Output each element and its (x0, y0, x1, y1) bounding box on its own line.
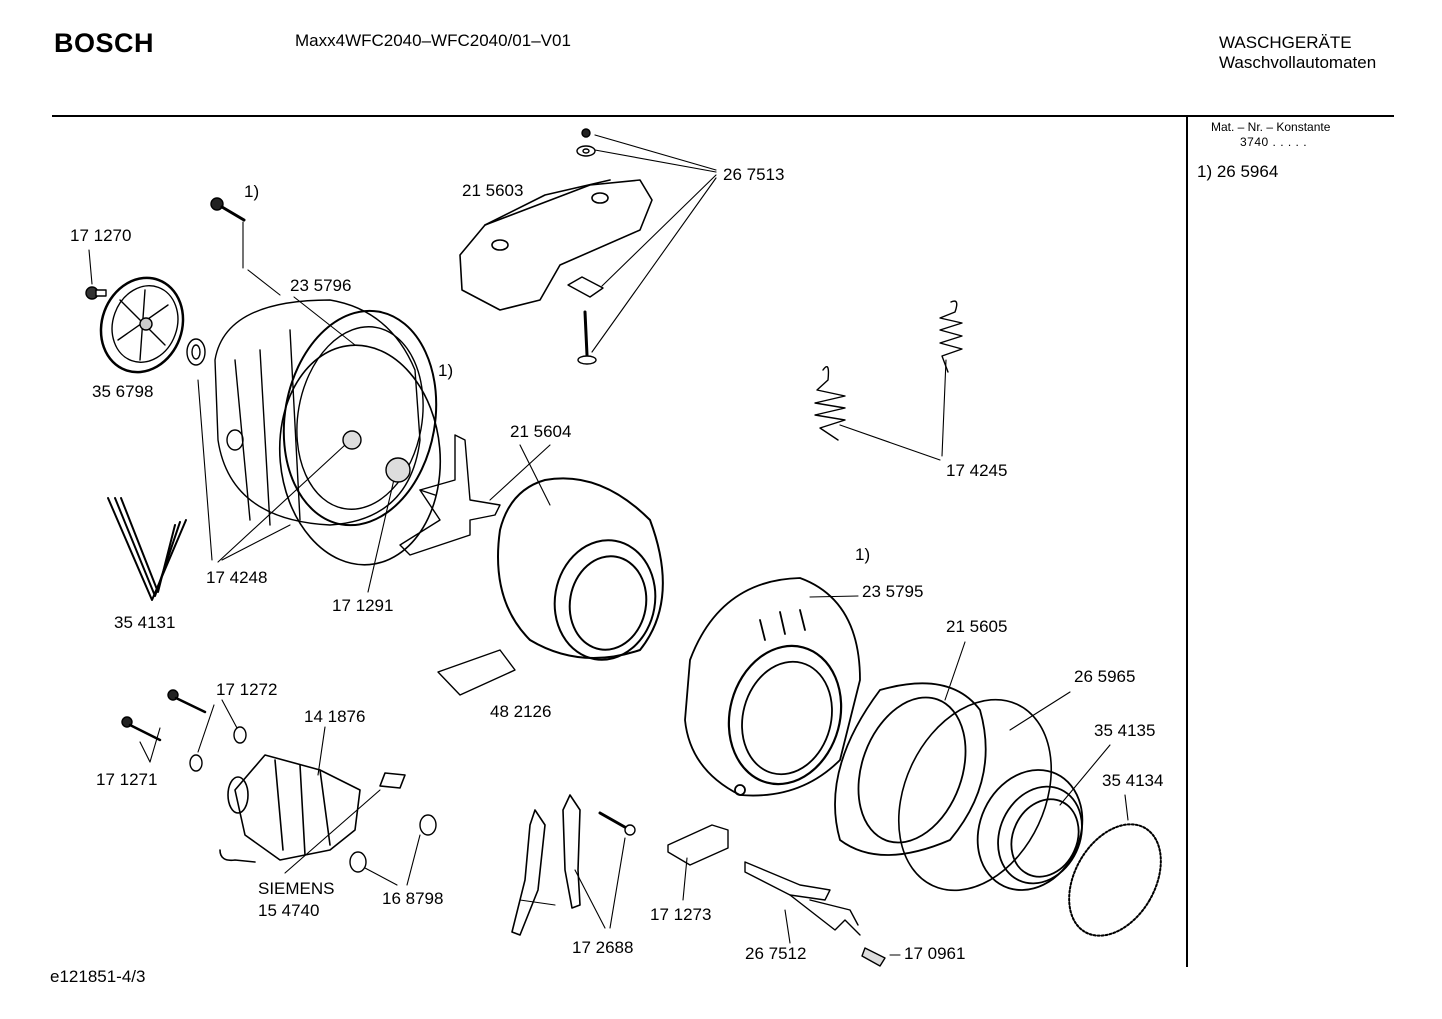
part-labels: 17 1270 1) 23 5796 35 6798 1) 21 5603 26… (70, 165, 1163, 963)
bushing-168798-part (349, 814, 437, 873)
bearing-part (186, 338, 206, 366)
label-267512: 26 7512 (745, 944, 806, 963)
holder-171273-part (667, 824, 729, 866)
label-354135: 35 4135 (1094, 721, 1155, 740)
label-171271: 17 1271 (96, 770, 157, 789)
heater-part (744, 861, 861, 936)
label-171270: 17 1270 (70, 226, 131, 245)
label-siemens: SIEMENS (258, 879, 335, 898)
front-ring-part (834, 682, 987, 856)
label-171291: 17 1291 (332, 596, 393, 615)
motor-part (219, 754, 406, 863)
label-footnote-a: 1) (244, 182, 259, 201)
label-482126: 48 2126 (490, 702, 551, 721)
header-divider (52, 115, 1394, 117)
label-354131: 35 4131 (114, 613, 175, 632)
label-356798: 35 6798 (92, 382, 153, 401)
counterweight-part (497, 477, 664, 661)
label-235795: 23 5795 (862, 582, 923, 601)
top-counterweight-part (459, 179, 653, 311)
label-215604: 21 5604 (510, 422, 571, 441)
door-gasket-part (976, 769, 1084, 891)
label-168798: 16 8798 (382, 889, 443, 908)
leader-lines (88, 134, 1129, 956)
label-170961: 17 0961 (904, 944, 965, 963)
rear-tub-part (214, 299, 438, 527)
label-154740: 15 4740 (258, 901, 319, 920)
label-171273: 17 1273 (650, 905, 711, 924)
drive-belt-part (107, 497, 187, 601)
label-footnote-b: 1) (438, 361, 453, 380)
label-footnote-c: 1) (855, 545, 870, 564)
front-tub-part (684, 577, 861, 797)
category-title: WASCHGERÄTE (1219, 33, 1352, 52)
spring-right-part (939, 300, 963, 373)
fastener-267513-part (567, 128, 604, 365)
label-172688: 17 2688 (572, 938, 633, 957)
model-title: Maxx4WFC2040–WFC2040/01–V01 (295, 31, 571, 50)
wire-clamp-part (1068, 823, 1162, 937)
drum-spider-part (399, 434, 501, 556)
exploded-parts-diagram: 17 1270 1) 23 5796 35 6798 1) 21 5603 26… (70, 128, 1163, 967)
sidebar-divider (1186, 116, 1188, 967)
screw-top-part (210, 197, 246, 222)
label-354134: 35 4134 (1102, 771, 1163, 790)
label-215605: 21 5605 (946, 617, 1007, 636)
material-number-label: Mat. – Nr. – Konstante (1211, 120, 1331, 134)
shock-absorber-part (511, 794, 581, 936)
bracket-482126-part (437, 649, 516, 696)
footnote-part: 1) 26 5964 (1197, 162, 1279, 181)
label-265965: 26 5965 (1074, 667, 1135, 686)
label-141876: 14 1876 (304, 707, 365, 726)
label-267513: 26 7513 (723, 165, 784, 184)
label-174248: 17 4248 (206, 568, 267, 587)
gasket-clamp-part (897, 698, 1053, 892)
material-number-value: 3740 . . . . . (1240, 135, 1308, 149)
screw-172688-part (598, 811, 636, 836)
spring-left-part (814, 366, 846, 441)
label-171272: 17 1272 (216, 680, 277, 699)
document-id: e121851-4/3 (50, 967, 146, 986)
label-235796: 23 5796 (290, 276, 351, 295)
brand-logo: BOSCH (54, 28, 155, 58)
seal-ring-part (278, 344, 442, 566)
label-215603: 21 5603 (462, 181, 523, 200)
motor-screws-part (121, 689, 247, 772)
pulley-part (99, 276, 185, 374)
label-174245: 17 4245 (946, 461, 1007, 480)
sensor-170961-part (861, 947, 886, 967)
subcategory-title: Waschvollautomaten (1219, 53, 1377, 72)
screw-171270-part (85, 286, 107, 300)
